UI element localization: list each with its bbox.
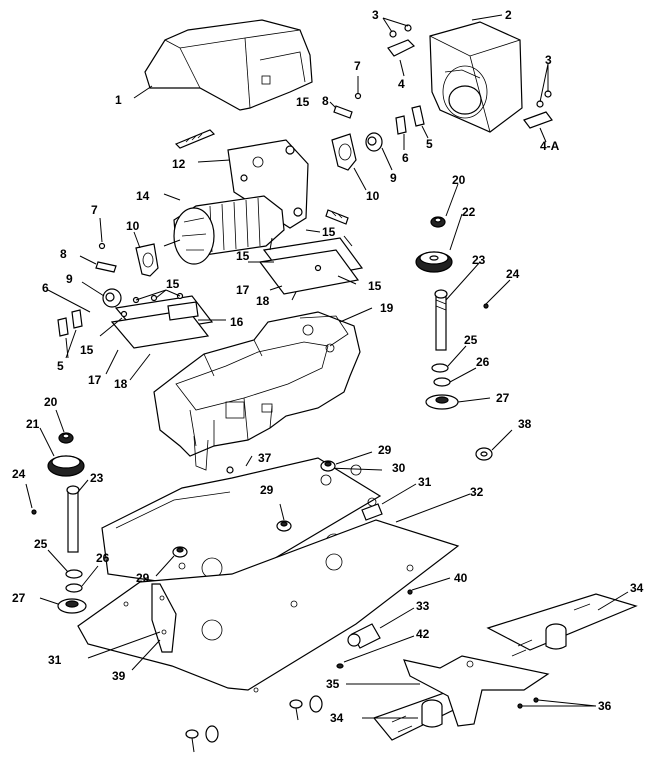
callout-19: 19 [380, 301, 394, 315]
callout-36: 36 [598, 699, 612, 713]
callout-5-left: 5 [57, 359, 64, 373]
callout-18-center: 18 [256, 294, 270, 308]
part-motor-housing [429, 14, 523, 133]
callout-6-left: 6 [42, 281, 49, 295]
callout-17-left: 17 [88, 373, 102, 387]
callout-labels: 1 2 3 3 4 4-A 5 5 6 6 7 7 8 8 9 9 10 10 … [12, 8, 644, 725]
callout-26-left: 26 [96, 551, 110, 565]
callout-18-left: 18 [114, 377, 128, 391]
callout-30: 30 [392, 461, 406, 475]
callout-29-left: 29 [136, 571, 150, 585]
part-left-gear-stack [25, 409, 99, 614]
callout-2: 2 [505, 8, 512, 22]
part-right-gear-stack [415, 183, 511, 410]
callout-4a: 4-A [540, 139, 560, 153]
callout-34-right: 34 [630, 581, 644, 595]
callout-15-center-right: 15 [368, 279, 382, 293]
callout-31-right: 31 [418, 475, 432, 489]
part-brush-pads-upper [395, 105, 429, 150]
callout-4: 4 [398, 77, 405, 91]
callout-15-center-top: 15 [322, 225, 336, 239]
callout-24-left: 24 [12, 467, 26, 481]
callout-15-center-left: 15 [236, 249, 250, 263]
callout-15-left-bottom: 15 [80, 343, 94, 357]
callout-29-center: 29 [260, 483, 274, 497]
callout-34-bottom: 34 [330, 711, 344, 725]
callout-17-center: 17 [236, 283, 250, 297]
part-top-plate [101, 455, 383, 589]
callout-35: 35 [326, 677, 340, 691]
callout-38: 38 [518, 417, 532, 431]
callout-3-top: 3 [372, 8, 379, 22]
callout-9-upper: 9 [390, 171, 397, 185]
callout-39: 39 [112, 669, 126, 683]
callout-25-left: 25 [34, 537, 48, 551]
callout-14: 14 [136, 189, 150, 203]
callout-33: 33 [416, 599, 430, 613]
callout-26-right: 26 [476, 355, 490, 369]
callout-7-upper: 7 [354, 59, 361, 73]
callout-6-upper: 6 [402, 151, 409, 165]
part-upper-brush-cap [365, 132, 393, 171]
callout-15-left-top: 15 [166, 277, 180, 291]
callout-29-top: 29 [378, 443, 392, 457]
part-upper-spring-terminal [329, 76, 362, 119]
callout-31-left: 31 [48, 653, 62, 667]
callout-27-right: 27 [496, 391, 510, 405]
part-center-brush-board [248, 209, 364, 301]
part-end-plate [197, 139, 309, 229]
callout-23-right: 23 [472, 253, 486, 267]
callout-24-right: 24 [506, 267, 520, 281]
callout-21: 21 [26, 417, 40, 431]
callout-3-right: 3 [545, 53, 552, 67]
part-bottom-right-assembly [185, 591, 638, 753]
callout-32: 32 [470, 485, 484, 499]
part-plate-fasteners [87, 429, 513, 671]
callout-16: 16 [230, 315, 244, 329]
callout-42: 42 [416, 627, 430, 641]
callout-15-cover: 15 [296, 95, 310, 109]
callout-8-upper: 8 [322, 94, 329, 108]
part-brush-bracket-4a [523, 63, 553, 143]
callout-20-left: 20 [44, 395, 58, 409]
callout-27-left: 27 [12, 591, 26, 605]
callout-8-left: 8 [60, 247, 67, 261]
callout-20-right: 20 [452, 173, 466, 187]
callout-25-right: 25 [464, 333, 478, 347]
part-motor-cover [133, 19, 313, 111]
part-base-frame [153, 307, 373, 471]
callout-12: 12 [172, 157, 186, 171]
part-upper-brush-holder [331, 133, 367, 191]
callout-1: 1 [115, 93, 122, 107]
callout-5-upper: 5 [426, 137, 433, 151]
callout-9-left: 9 [66, 272, 73, 286]
callout-7-left: 7 [91, 203, 98, 217]
part-left-brush-set [47, 217, 159, 359]
part-left-brush-board [99, 289, 226, 381]
callout-23-left: 23 [90, 471, 104, 485]
part-brush-bracket-4 [382, 17, 416, 77]
callout-22: 22 [462, 205, 476, 219]
callout-10-upper: 10 [366, 189, 380, 203]
part-armature [163, 129, 285, 265]
callout-40: 40 [454, 571, 468, 585]
callout-10-left: 10 [126, 219, 140, 233]
callout-37: 37 [258, 451, 272, 465]
